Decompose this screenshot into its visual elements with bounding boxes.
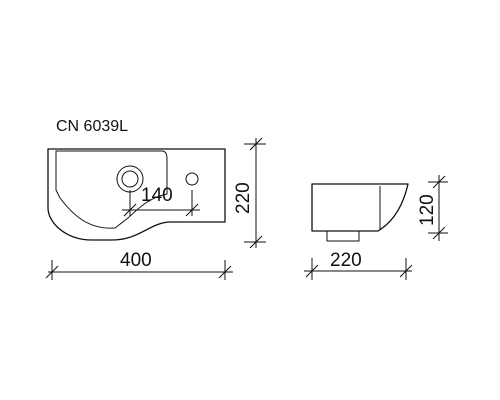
dimension-depth-side: 220 [304, 250, 413, 280]
dimension-height: 120 [417, 175, 448, 241]
drain-inner-ring [121, 170, 139, 188]
drain-outer-ring [116, 165, 144, 193]
dimension-tick [305, 264, 319, 278]
tap-hole [185, 172, 199, 186]
side-view-outline [311, 183, 409, 232]
dimension-tick [399, 264, 413, 278]
dimension-width: 400 [45, 250, 233, 280]
dimension-tick [185, 203, 199, 217]
side-view-drain-outlet [326, 230, 360, 242]
dimension-tick [123, 203, 137, 217]
dimension-tap-offset-label: 140 [141, 185, 173, 206]
dimension-tick [249, 235, 263, 249]
dimension-tick [432, 226, 446, 240]
dimension-width-label: 400 [120, 250, 152, 271]
basin-bowl-contour [55, 150, 168, 229]
dimension-tap-offset: 140 [122, 185, 200, 217]
basin-top-view [47, 148, 226, 241]
dimension-tick [45, 265, 59, 279]
dimension-depth-top-label: 220 [233, 182, 254, 214]
dimension-height-label: 120 [417, 194, 438, 226]
dimension-tick [218, 265, 232, 279]
dimension-depth-side-label: 220 [330, 250, 362, 271]
dimension-depth-top: 220 [233, 137, 266, 249]
basin-outer-contour [47, 148, 226, 241]
model-code: CN 6039L [56, 118, 128, 135]
basin-side-view [311, 183, 409, 242]
dimension-tick [249, 137, 263, 151]
dimension-tick [432, 175, 446, 189]
